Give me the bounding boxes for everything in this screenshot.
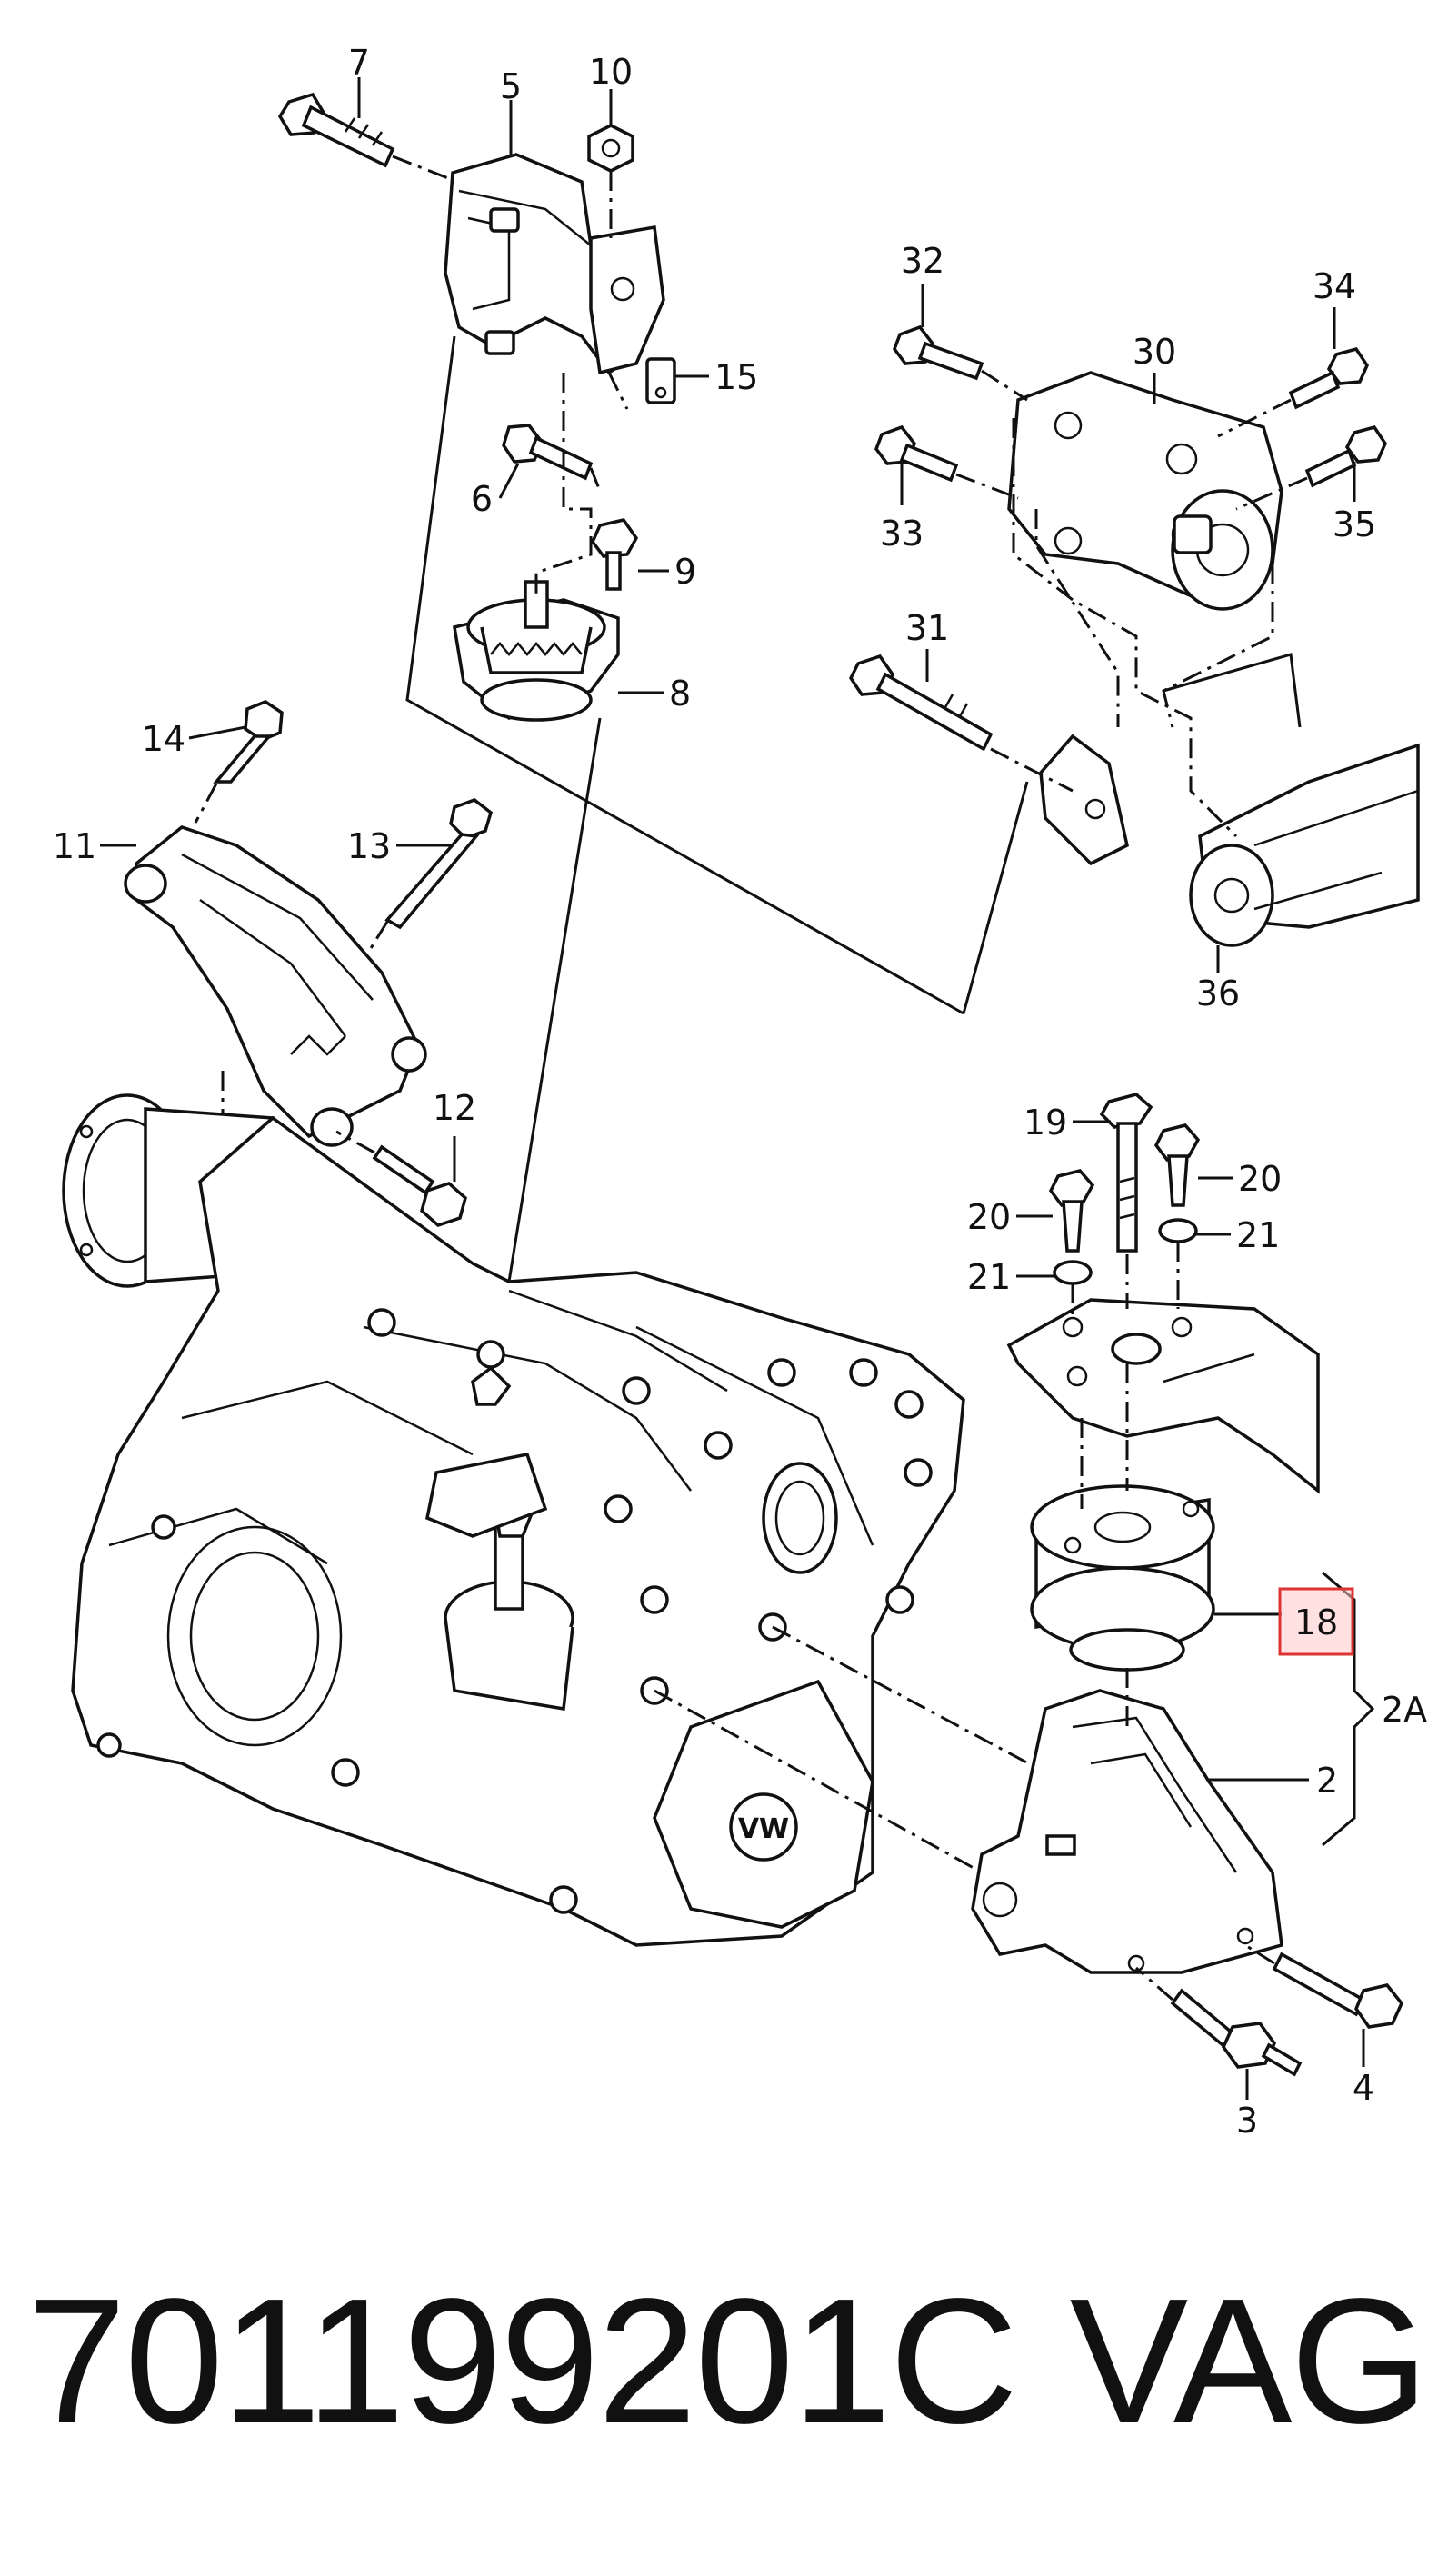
bolt-34 <box>1288 346 1369 410</box>
upper-left-mount-group <box>277 92 1029 1283</box>
label-36: 36 <box>1196 973 1240 1013</box>
label-20-right: 20 <box>1238 1159 1282 1199</box>
bolt-20-right <box>1153 1123 1201 1207</box>
part-number: 701199201C <box>27 2261 1018 2461</box>
gearbox-housing: VW <box>62 1093 1046 1947</box>
label-8: 8 <box>669 674 691 714</box>
label-13: 13 <box>347 826 391 866</box>
label-30: 30 <box>1133 332 1176 372</box>
part-caption: 701199201C VAG <box>27 2261 1429 2461</box>
bolt-3 <box>1170 1988 1303 2077</box>
lower-right-mount-group <box>971 1093 1404 2077</box>
label-3: 3 <box>1236 2101 1258 2141</box>
label-5: 5 <box>500 66 522 106</box>
label-21-left: 21 <box>967 1257 1011 1297</box>
label-21-right: 21 <box>1236 1215 1280 1255</box>
upper-right-mount-group <box>848 324 1420 947</box>
bracket-5 <box>444 153 638 375</box>
bolt-7 <box>277 92 395 168</box>
rubber-mount-8 <box>453 580 620 722</box>
label-7: 7 <box>348 43 370 83</box>
label-20-left: 20 <box>967 1197 1011 1237</box>
label-2A: 2A <box>1382 1690 1427 1730</box>
bushing-36 <box>1039 734 1420 947</box>
bolt-35 <box>1304 424 1387 488</box>
label-18: 18 <box>1294 1603 1338 1642</box>
label-31: 31 <box>905 608 949 648</box>
label-15: 15 <box>714 357 758 397</box>
nut-10 <box>587 124 634 173</box>
bolt-6 <box>502 424 594 481</box>
bolt-31 <box>848 654 994 752</box>
leader-lines <box>100 77 1365 2100</box>
label-9: 9 <box>674 552 696 592</box>
bolt-14 <box>213 700 284 784</box>
label-2: 2 <box>1316 1761 1338 1801</box>
bolt-20-left <box>1048 1169 1095 1253</box>
label-11: 11 <box>53 826 96 866</box>
highlight-box <box>1278 1587 1354 1656</box>
label-4: 4 <box>1353 2068 1374 2108</box>
label-32: 32 <box>901 241 944 281</box>
bolt-13 <box>384 798 494 930</box>
label-10: 10 <box>589 52 633 92</box>
label-33: 33 <box>880 514 924 554</box>
label-12: 12 <box>433 1088 476 1128</box>
bracket-11 <box>124 825 427 1147</box>
label-19: 19 <box>1024 1103 1067 1143</box>
bolt-4 <box>1272 1952 1404 2029</box>
brand-name: VAG <box>1069 2261 1429 2461</box>
bracket-2 <box>971 1689 1283 1974</box>
left-support-group <box>124 700 494 1227</box>
washer-21-left <box>1053 1260 1093 1285</box>
svg-text:VW: VW <box>738 1813 789 1845</box>
clip-15 <box>645 357 676 404</box>
bolt-19 <box>1099 1093 1153 1253</box>
bolt-9 <box>590 518 639 591</box>
engine-mount-18 <box>1030 1484 1215 1672</box>
bracket-plate <box>589 225 665 375</box>
label-6: 6 <box>471 479 493 519</box>
label-34: 34 <box>1313 266 1356 306</box>
washer-21-right <box>1158 1218 1198 1243</box>
callout-labels: 7 5 10 15 6 9 8 32 34 30 33 35 31 36 14 … <box>53 43 1427 2141</box>
label-14: 14 <box>142 719 185 759</box>
label-35: 35 <box>1333 504 1376 544</box>
bolt-32 <box>893 324 984 381</box>
bolt-12 <box>372 1144 467 1227</box>
bracket-30 <box>1007 371 1283 611</box>
bolt-33 <box>874 424 959 483</box>
